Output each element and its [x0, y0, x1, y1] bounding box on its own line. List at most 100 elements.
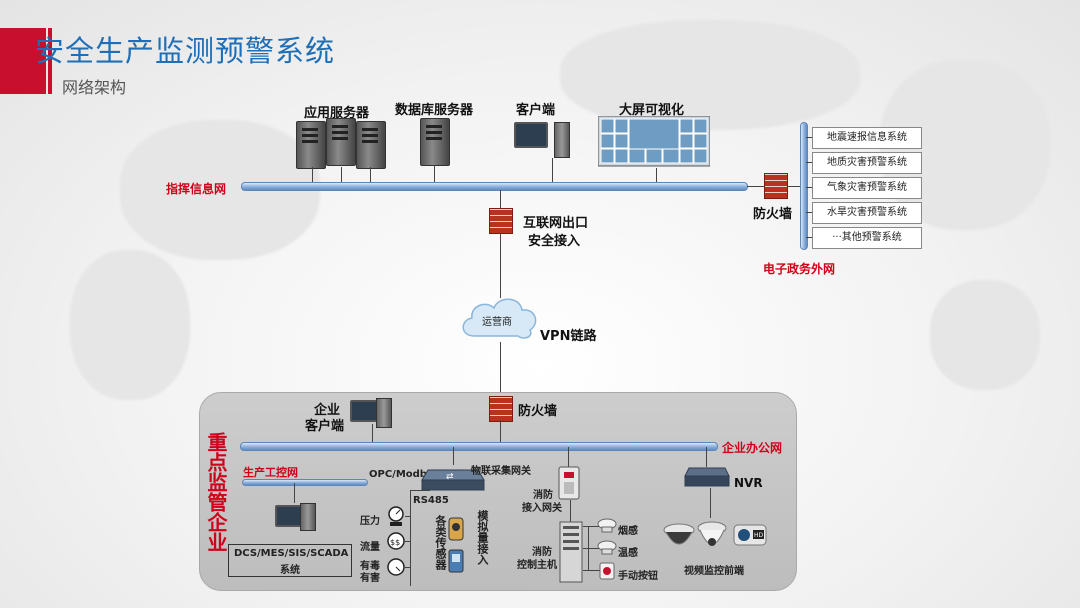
enterprise-panel [199, 392, 797, 591]
secure-access-label: 安全接入 [528, 234, 581, 249]
iot-gateway-label: 物联采集网关 [471, 466, 531, 477]
connector-line [710, 488, 711, 518]
gas-detector-icon [387, 558, 405, 576]
flow-meter-icon: $$ [387, 532, 405, 550]
cloud-label: 运营商 [482, 317, 512, 328]
control-network-bus [242, 479, 368, 486]
connector-line [312, 167, 313, 184]
command-net-label: 指挥信息网 [166, 182, 227, 196]
iot-gateway-icon: ⇄ [421, 469, 485, 491]
connector-line [410, 490, 430, 491]
connector-line [410, 490, 411, 586]
dcs-box [228, 544, 352, 577]
title-accent-bar [0, 28, 46, 94]
world-map-shape [930, 280, 1040, 390]
fire-gateway-label: 消防 [533, 490, 553, 501]
sensors-label: 各类传感器 [434, 515, 447, 570]
world-map-shape [560, 20, 860, 130]
internet-exit-label: 互联网出口 [523, 216, 589, 231]
command-network-bus [241, 182, 748, 191]
office-network-bus [240, 442, 718, 451]
connector-line [568, 447, 569, 467]
client-tower-icon [554, 122, 570, 158]
svg-text:⇄: ⇄ [446, 472, 454, 482]
connector-line [500, 190, 501, 298]
connector-line [341, 167, 342, 184]
cloud-icon [462, 298, 537, 339]
app-server-icon [356, 121, 386, 169]
app-server-label: 应用服务器 [304, 106, 370, 121]
smoke-label: 烟感 [618, 526, 638, 537]
vpn-label: VPN链路 [540, 329, 597, 344]
svg-text:$$: $$ [390, 538, 400, 547]
client-monitor-icon [514, 122, 548, 148]
harmful-label: 有害 [360, 573, 380, 584]
connector-line [806, 137, 812, 138]
connector-line [806, 212, 812, 213]
connector-line [706, 447, 707, 467]
connector-line [656, 168, 657, 184]
app-server-icon [326, 118, 356, 166]
page-subtitle: 网络架构 [62, 78, 127, 97]
manual-alarm-button-icon [599, 562, 615, 580]
system-box-other: ···其他预警系统 [812, 227, 922, 249]
enterprise-firewall-label: 防火墙 [518, 404, 558, 419]
sensor-icon [448, 549, 464, 573]
page-title: 安全生产监测预警系统 [35, 34, 336, 68]
nvr-label: NVR [734, 476, 763, 490]
fire-host-label-2: 控制主机 [517, 560, 557, 571]
flow-label: 流量 [360, 542, 380, 553]
system-box-earthquake: 地震速报信息系统 [812, 127, 922, 149]
big-screen-label: 大屏可视化 [619, 103, 685, 118]
connector-line [405, 516, 410, 517]
enterprise-client-tower-icon [376, 398, 392, 428]
temp-label: 温感 [618, 548, 638, 559]
title-accent-line [48, 28, 52, 94]
nvr-icon [684, 467, 730, 487]
dome-camera-icon [663, 523, 695, 545]
hd-camera-icon: HD [733, 524, 767, 546]
db-server-label: 数据库服务器 [395, 103, 474, 118]
system-box-weather: 气象灾害预警系统 [812, 177, 922, 199]
fire-host-label: 消防 [532, 547, 552, 558]
smoke-detector-icon [597, 518, 617, 533]
gov-network-bus [800, 122, 808, 250]
connector-line [552, 158, 553, 184]
connector-line [583, 570, 601, 571]
enterprise-client-label: 企业 [314, 403, 341, 418]
firewall-icon [489, 396, 513, 422]
toxic-label: 有毒 [360, 561, 380, 572]
pressure-gauge-icon [388, 506, 404, 526]
dcs-system-label: 系统 [280, 565, 300, 576]
connector-line [806, 187, 812, 188]
connector-line [370, 167, 371, 184]
supervision-label: 重点监管企业 [204, 432, 228, 552]
fire-control-host-icon [559, 521, 583, 583]
app-server-icon [296, 121, 326, 169]
firewall-icon [764, 173, 788, 199]
video-front-label: 视频监控前端 [684, 566, 744, 577]
connector-line [500, 420, 501, 442]
gov-net-label: 电子政务外网 [763, 262, 836, 276]
connector-line [583, 526, 601, 527]
dcs-monitor-icon [275, 505, 303, 527]
control-net-label: 生产工控网 [243, 466, 298, 479]
opc-label: OPC/Modbus [369, 469, 441, 480]
sensor-icon [448, 517, 464, 541]
fire-gateway-label-2: 接入网关 [522, 503, 562, 514]
db-server-icon [420, 118, 450, 166]
analog-label: 模拟量接入 [476, 510, 489, 565]
connector-line [806, 237, 812, 238]
connector-line [500, 342, 501, 397]
firewall-right-label: 防火墙 [753, 207, 793, 222]
temp-detector-icon [597, 540, 617, 555]
dcs-label: DCS/MES/SIS/SCADA [234, 548, 349, 559]
system-box-flood: 水旱灾害预警系统 [812, 202, 922, 224]
firewall-icon [489, 208, 513, 234]
connector-line [294, 483, 295, 503]
rs485-label: RS485 [413, 495, 449, 506]
system-box-geology: 地质灾害预警系统 [812, 152, 922, 174]
pressure-label: 压力 [360, 516, 380, 527]
connector-line [434, 165, 435, 184]
connector-line [405, 541, 410, 542]
